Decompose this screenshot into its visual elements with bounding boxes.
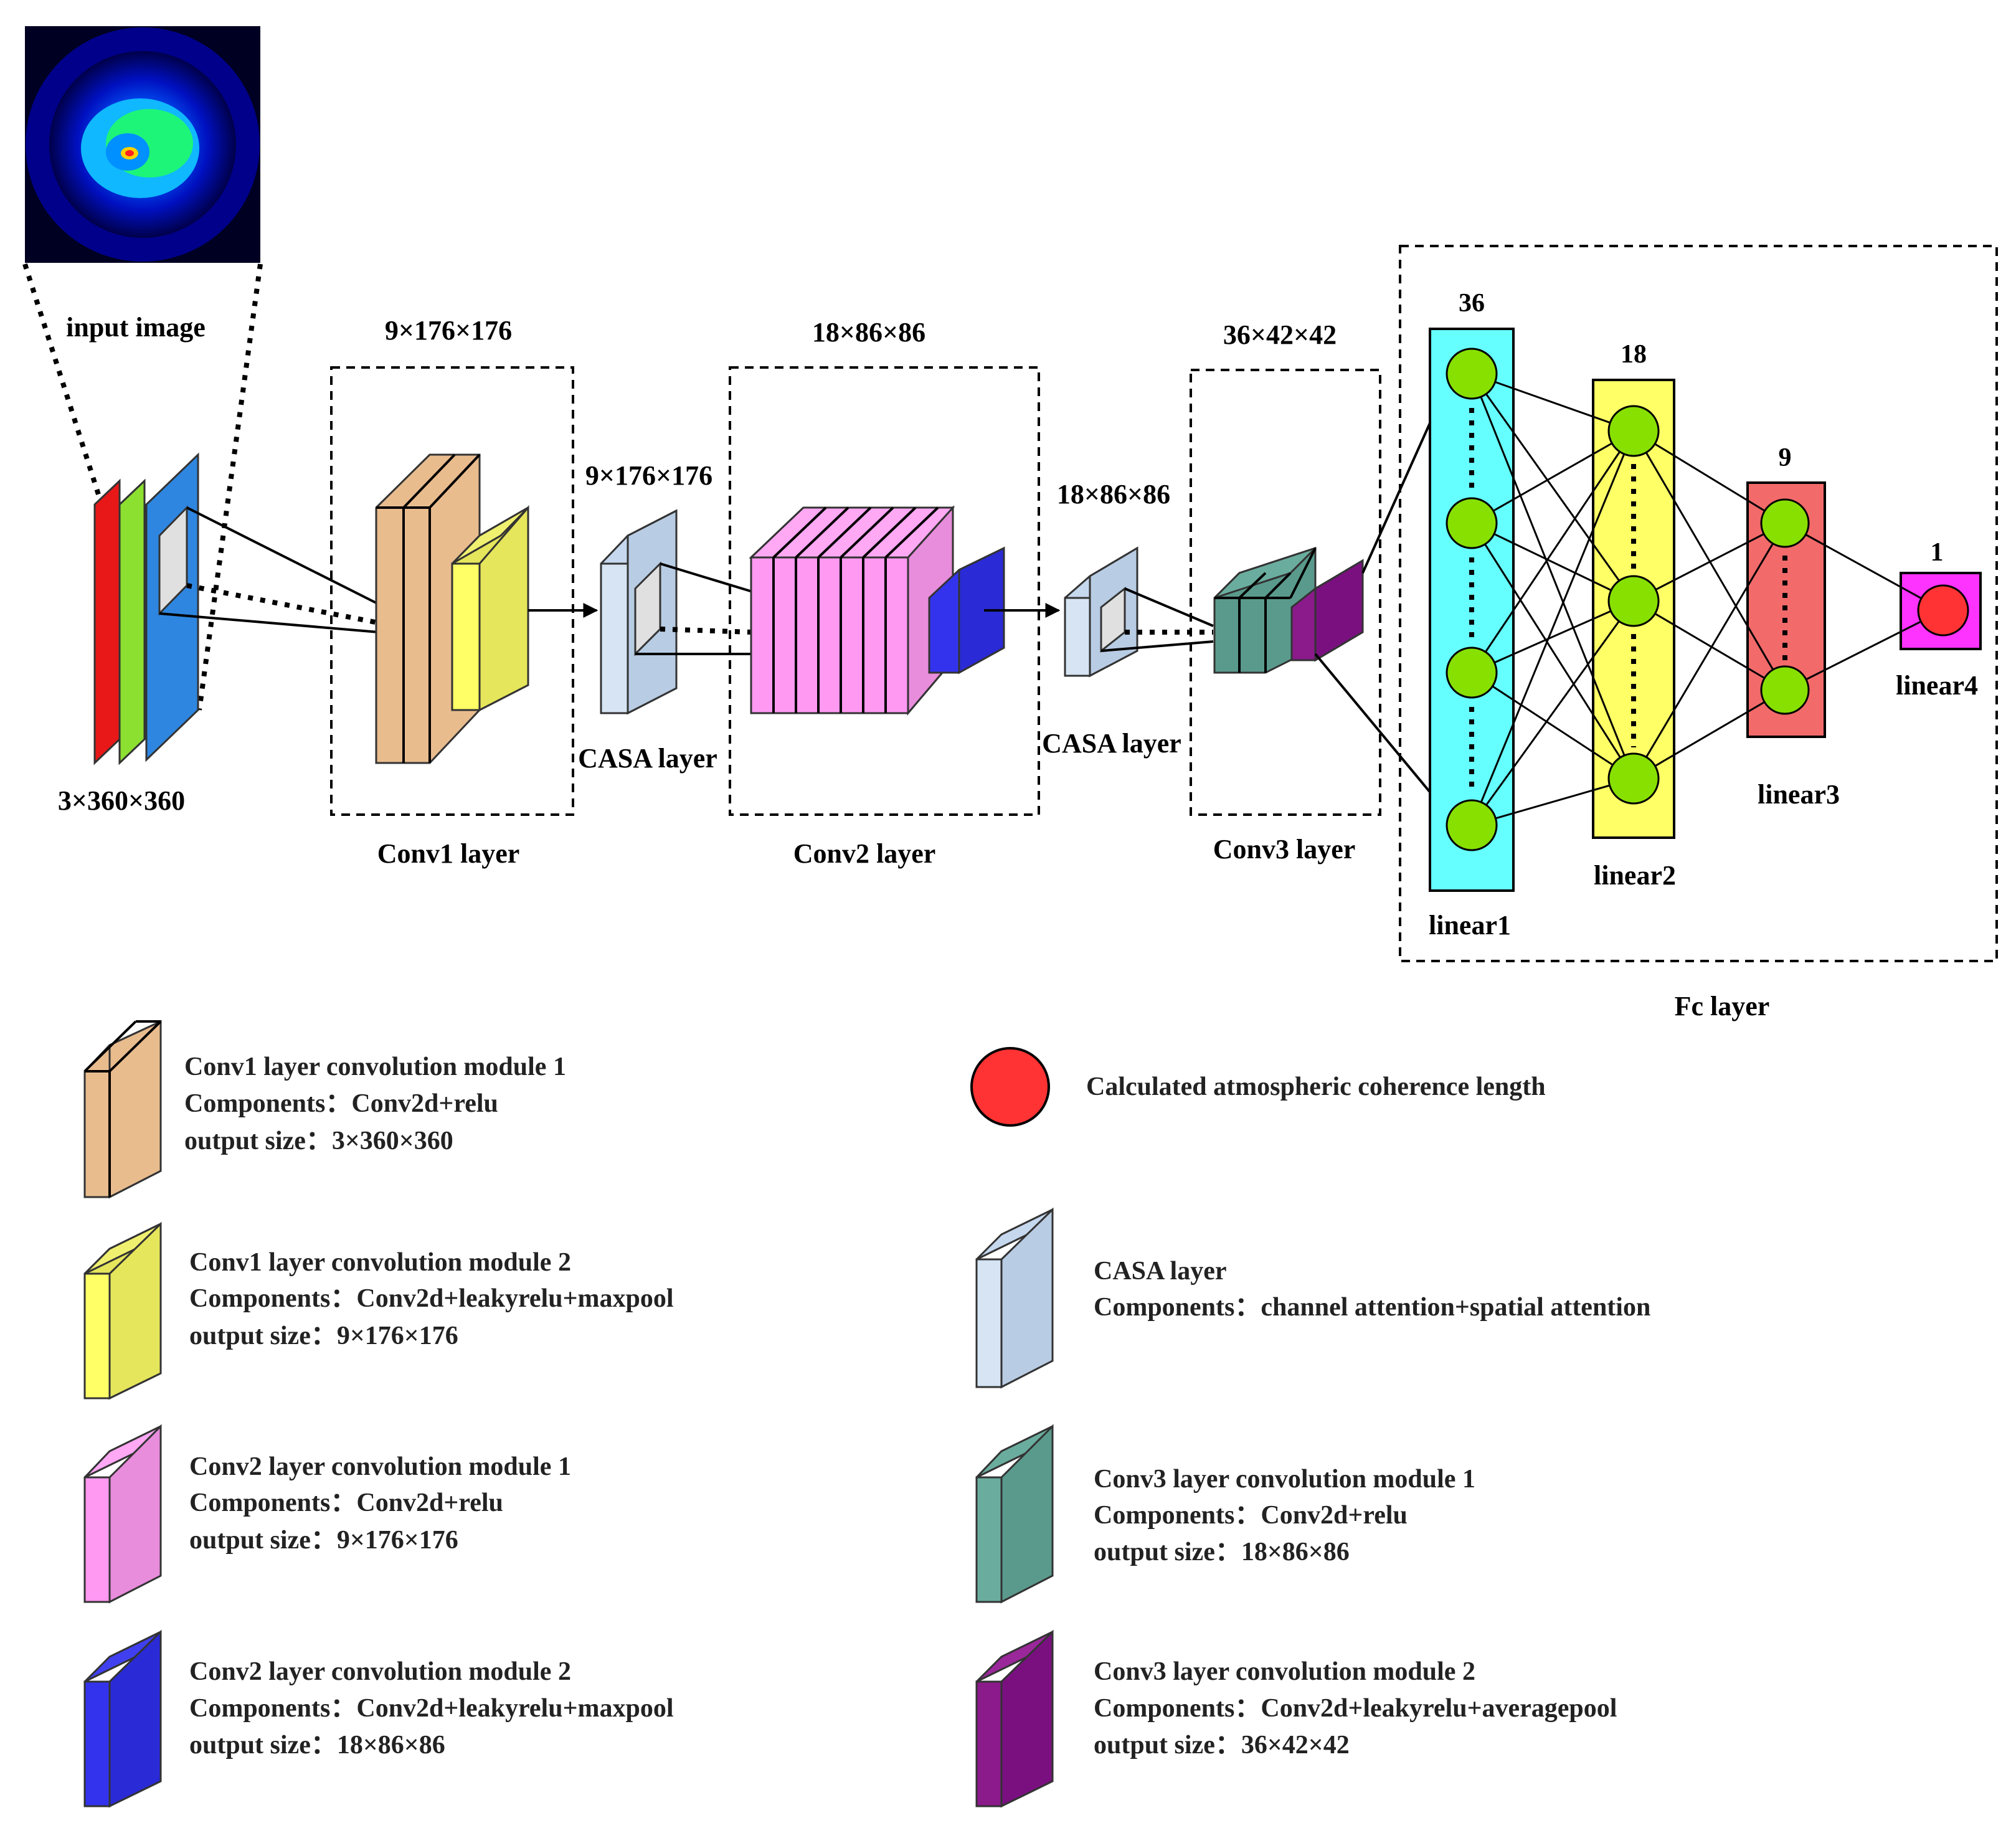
linear4-count: 1 xyxy=(1931,538,1944,567)
svg-text:Components：channel attention+s: Components：channel attention+spatial att… xyxy=(1094,1293,1650,1322)
conv3-size-label: 36×42×42 xyxy=(1223,320,1337,350)
svg-text:output size：36×42×42: output size：36×42×42 xyxy=(1094,1731,1350,1759)
conv2-layer-box xyxy=(729,366,1040,816)
conv3-layer-label: Conv3 layer xyxy=(1213,834,1356,864)
fc-edges-1-2 xyxy=(1470,372,1635,826)
svg-text:Components：Conv2d+relu: Components：Conv2d+relu xyxy=(189,1489,503,1517)
conv2-size-label: 18×86×86 xyxy=(812,317,925,348)
conv2-module2-block xyxy=(928,546,1005,675)
svg-text:Conv3 layer convolution module: Conv3 layer convolution module 1 xyxy=(1094,1465,1475,1494)
linear2-label: linear2 xyxy=(1594,860,1676,891)
linear1-nodes xyxy=(1446,348,1498,851)
casa2-layer-label: CASA layer xyxy=(1042,728,1181,759)
svg-text:Components：Conv2d+leakyrelu+ma: Components：Conv2d+leakyrelu+maxpool xyxy=(189,1284,674,1313)
casa2-size-label: 18×86×86 xyxy=(1057,479,1170,509)
casa1-layer-label: CASA layer xyxy=(578,743,717,774)
svg-text:output size：18×86×86: output size：18×86×86 xyxy=(189,1731,445,1759)
svg-text:Conv2 layer convolution module: Conv2 layer convolution module 1 xyxy=(189,1452,571,1481)
legend-conv1-module1: Conv1 layer convolution module 1 Compone… xyxy=(83,1020,566,1199)
conv3-layer-box xyxy=(1190,369,1381,816)
svg-text:CASA layer: CASA layer xyxy=(1094,1257,1227,1286)
svg-text:output size：3×360×360: output size：3×360×360 xyxy=(184,1127,453,1155)
linear4-output-node xyxy=(1917,584,1969,637)
conv3-module2-block xyxy=(1290,559,1364,662)
fc-layer-box xyxy=(1399,245,1998,962)
linear4-label: linear4 xyxy=(1896,670,1978,701)
linear1-count: 36 xyxy=(1459,289,1485,318)
linear1-label: linear1 xyxy=(1429,910,1511,940)
casa1-block xyxy=(600,509,678,715)
svg-text:Components：Conv2d+leakyrelu+ma: Components：Conv2d+leakyrelu+maxpool xyxy=(189,1694,674,1723)
conv2-layer-label: Conv2 layer xyxy=(793,838,936,869)
svg-text:output size：9×176×176: output size：9×176×176 xyxy=(189,1322,458,1350)
svg-text:output size：9×176×176: output size：9×176×176 xyxy=(189,1526,458,1555)
svg-text:Components：Conv2d+leakyrelu+av: Components：Conv2d+leakyrelu+averagepool xyxy=(1094,1694,1617,1723)
conv2-module1-block xyxy=(749,505,955,716)
legend-casa-layer: CASA layer Components：channel attention+… xyxy=(975,1207,1650,1389)
linear3-label: linear3 xyxy=(1758,779,1840,810)
input-size-label: 3×360×360 xyxy=(58,785,185,816)
linear2-nodes xyxy=(1607,405,1660,805)
legend-output-node: Calculated atmospheric coherence length xyxy=(970,1047,1546,1127)
input-image-label: input image xyxy=(66,312,206,343)
casa1-size-label: 9×176×176 xyxy=(585,460,712,491)
conv1-layer-label: Conv1 layer xyxy=(377,838,520,869)
legend-conv3-module1: Conv3 layer convolution module 1 Compone… xyxy=(975,1424,1475,1604)
legend-conv1-module2: Conv1 layer convolution module 2 Compone… xyxy=(83,1221,674,1400)
conv1-module2-block xyxy=(451,504,529,712)
svg-text:output size：18×86×86: output size：18×86×86 xyxy=(1094,1538,1350,1566)
input-channels xyxy=(93,452,199,765)
legend-conv3-module2: Conv3 layer convolution module 2 Compone… xyxy=(975,1629,1617,1808)
svg-text:Conv1 layer convolution module: Conv1 layer convolution module 1 xyxy=(184,1053,566,1081)
input-image-thumbnail xyxy=(25,26,260,263)
svg-text:Conv2 layer convolution module: Conv2 layer convolution module 2 xyxy=(189,1657,571,1686)
svg-text:Calculated atmospheric coheren: Calculated atmospheric coherence length xyxy=(1086,1073,1546,1101)
svg-text:Conv3 layer convolution module: Conv3 layer convolution module 2 xyxy=(1094,1657,1475,1686)
linear3-count: 9 xyxy=(1779,443,1792,472)
svg-text:Conv1 layer convolution module: Conv1 layer convolution module 2 xyxy=(189,1248,571,1277)
conv1-size-label: 9×176×176 xyxy=(385,315,512,346)
conv1-layer-box xyxy=(330,366,574,816)
conv3-module1-block xyxy=(1213,546,1317,674)
legend-conv2-module1: Conv2 layer convolution module 1 Compone… xyxy=(83,1424,571,1604)
svg-text:Components：Conv2d+relu: Components：Conv2d+relu xyxy=(184,1089,498,1118)
linear3-nodes xyxy=(1760,498,1810,715)
linear2-count: 18 xyxy=(1621,340,1647,369)
legend-conv2-module2: Conv2 layer convolution module 2 Compone… xyxy=(83,1629,674,1808)
fc-layer-label: Fc layer xyxy=(1675,991,1770,1021)
casa2-block xyxy=(1064,546,1138,678)
fc-edges-2-3 xyxy=(1632,430,1786,780)
svg-text:Components：Conv2d+relu: Components：Conv2d+relu xyxy=(1094,1501,1408,1530)
